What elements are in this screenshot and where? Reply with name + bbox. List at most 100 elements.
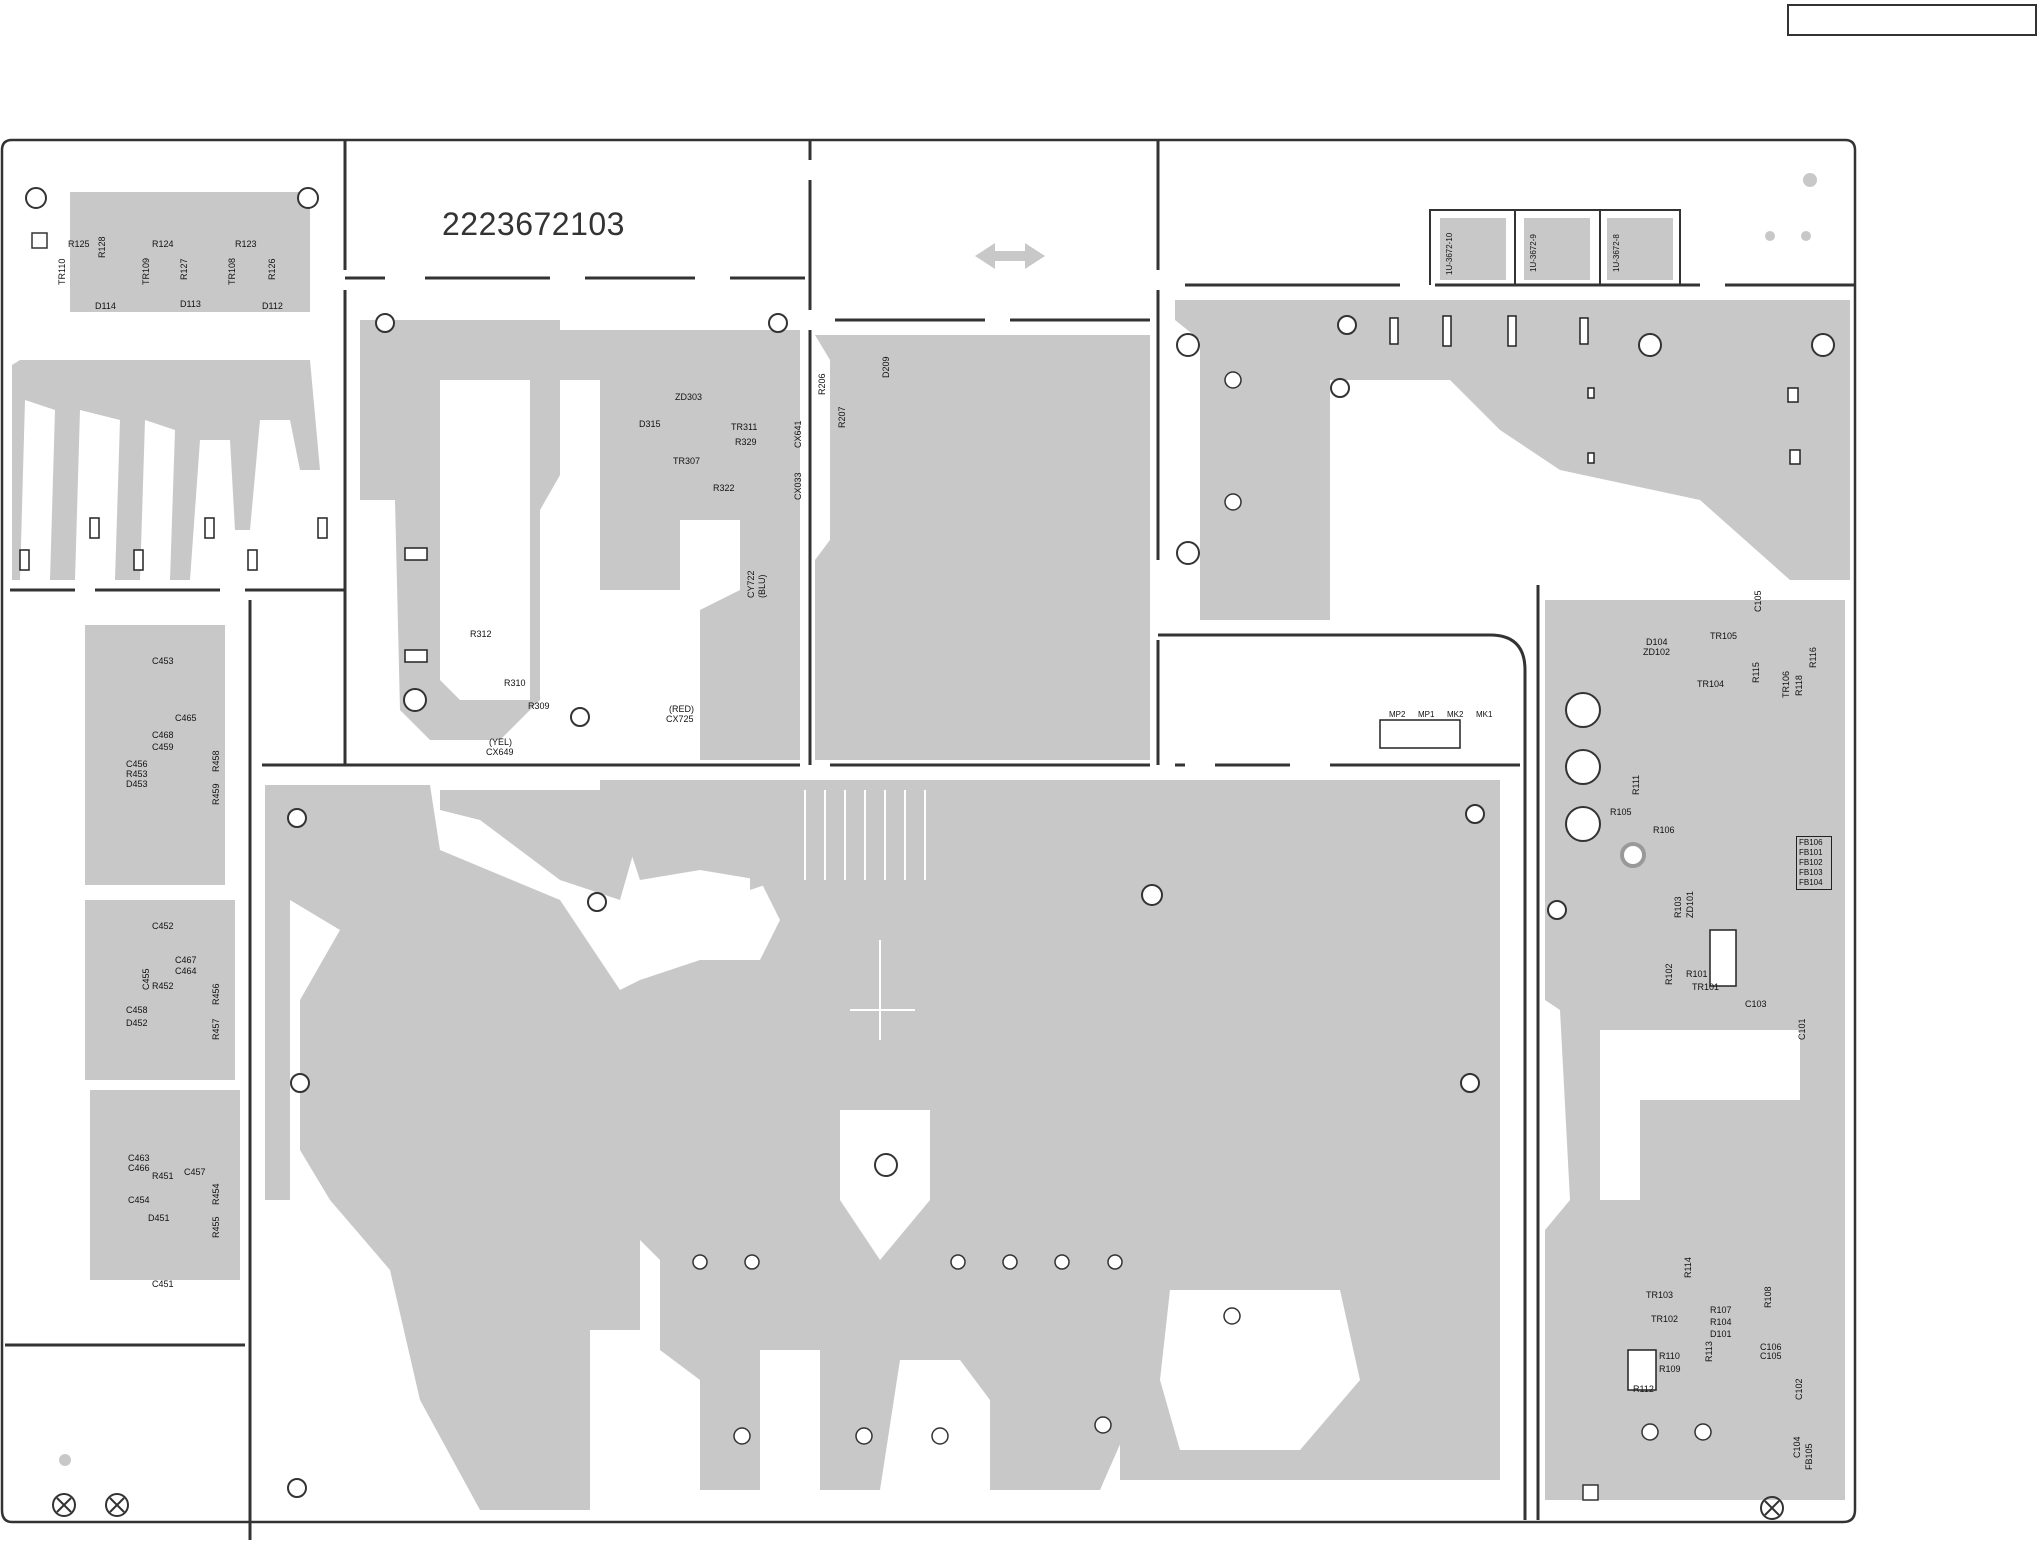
- label-R106: R106: [1653, 825, 1675, 835]
- label-R101: R101: [1686, 969, 1708, 979]
- label-R114: R114: [1683, 1257, 1693, 1278]
- label-ZD102: ZD102: [1643, 647, 1671, 657]
- label-C105b: C105: [1760, 1351, 1782, 1361]
- label-D453: D453: [126, 779, 148, 789]
- label-C455: C455: [141, 968, 151, 990]
- label-R125: R125: [68, 239, 90, 249]
- center-cutout: [1158, 633, 1527, 765]
- heatsink-fins: [804, 790, 926, 1040]
- label-C106: C106: [1760, 1342, 1782, 1352]
- label-D114: D114: [95, 301, 116, 311]
- copper-regions: [12, 192, 1850, 1510]
- label-R452: R452: [152, 981, 174, 991]
- label-R103: R103: [1673, 896, 1683, 918]
- label-TR307: TR307: [673, 456, 701, 466]
- label-C453: C453: [152, 656, 174, 666]
- label-R457: R457: [211, 1018, 221, 1040]
- label-D452: D452: [126, 1018, 148, 1028]
- label-R115: R115: [1751, 662, 1761, 683]
- label-C459: C459: [152, 742, 174, 752]
- label-MP1: MP1: [1418, 710, 1435, 719]
- label-TR105: TR105: [1710, 631, 1738, 641]
- label-R123: R123: [235, 239, 257, 249]
- label-D101: D101: [1710, 1329, 1732, 1339]
- label-D104: D104: [1646, 637, 1668, 647]
- label-R458: R458: [211, 750, 221, 772]
- label-C104: C104: [1792, 1436, 1802, 1458]
- label-C463: C463: [128, 1153, 150, 1163]
- label-R451: R451: [152, 1171, 174, 1181]
- label-D209: D209: [881, 356, 891, 378]
- label-C454: C454: [128, 1195, 150, 1205]
- label-TR102: TR102: [1651, 1314, 1679, 1324]
- label-R207: R207: [837, 406, 847, 428]
- label-R104: R104: [1710, 1317, 1732, 1327]
- fiducial-dot-3: [1765, 231, 1775, 241]
- label-R116: R116: [1808, 647, 1818, 668]
- label-C464: C464: [175, 966, 197, 976]
- label-FB101: FB101: [1799, 848, 1823, 857]
- label-R329: R329: [735, 437, 757, 447]
- label-YEL: (YEL): [489, 737, 513, 747]
- label-connector-8: 1U-3672-8: [1612, 234, 1621, 272]
- fiducial-dot: [59, 1454, 71, 1466]
- label-R109: R109: [1659, 1364, 1681, 1374]
- label-CX649: CX649: [486, 747, 514, 757]
- label-FB104: FB104: [1799, 878, 1823, 887]
- label-C458: C458: [126, 1005, 148, 1015]
- component-pads: [19, 315, 1801, 1391]
- terminal-pads: [692, 371, 1712, 1445]
- fb-group-box: [1796, 836, 1832, 890]
- label-C466: C466: [128, 1163, 150, 1173]
- screw-holes: [52, 1493, 1784, 1520]
- label-C103: C103: [1745, 999, 1767, 1009]
- label-ZD303: ZD303: [675, 392, 703, 402]
- title-block-box: [1787, 4, 2037, 36]
- label-R455: R455: [211, 1216, 221, 1238]
- fiducial-dot-2: [1803, 173, 1817, 187]
- label-R459: R459: [211, 783, 221, 805]
- label-FB106: FB106: [1799, 838, 1823, 847]
- label-MK1: MK1: [1476, 710, 1493, 719]
- label-C465: C465: [175, 713, 197, 723]
- label-C102: C102: [1794, 1378, 1804, 1400]
- label-CY722: CY722: [746, 570, 756, 598]
- label-MP2: MP2: [1389, 710, 1406, 719]
- label-TR109: TR109: [141, 257, 151, 285]
- board-slots: [5, 140, 1855, 1540]
- label-TR103: TR103: [1646, 1290, 1674, 1300]
- mounting-holes: [25, 187, 1835, 1498]
- fiducial-dot-4: [1801, 231, 1811, 241]
- board-part-number: 2223672103: [442, 206, 625, 242]
- label-TR108: TR108: [227, 257, 237, 285]
- label-connector-9: 1U-3672-9: [1529, 234, 1538, 272]
- label-R454: R454: [211, 1183, 221, 1205]
- label-TR110: TR110: [57, 258, 67, 285]
- label-D451: D451: [148, 1213, 170, 1223]
- label-C451: C451: [152, 1279, 174, 1289]
- label-R128: R128: [97, 236, 107, 258]
- label-C467: C467: [175, 955, 197, 965]
- label-R110: R110: [1659, 1351, 1680, 1361]
- label-C105: C105: [1753, 590, 1763, 612]
- label-TR106: TR106: [1781, 670, 1791, 698]
- label-R322: R322: [713, 483, 735, 493]
- label-C452: C452: [152, 921, 174, 931]
- fiducial-square: [31, 232, 48, 249]
- label-MK2: MK2: [1447, 710, 1464, 719]
- label-BLU: (BLU): [757, 574, 767, 598]
- board-outline: [0, 138, 1857, 1524]
- label-TR101: TR101: [1692, 982, 1720, 992]
- label-R108: R108: [1763, 1286, 1773, 1308]
- label-CX725: CX725: [666, 714, 694, 724]
- label-R206: R206: [817, 373, 827, 395]
- label-C468: C468: [152, 730, 174, 740]
- label-R113: R113: [1704, 1341, 1714, 1362]
- label-R126: R126: [267, 258, 277, 280]
- label-R112: R112: [1633, 1384, 1654, 1394]
- label-TR104: TR104: [1697, 679, 1725, 689]
- label-R309: R309: [528, 701, 550, 711]
- double-arrow-icon: [975, 243, 1045, 269]
- label-ZD101: ZD101: [1685, 890, 1695, 918]
